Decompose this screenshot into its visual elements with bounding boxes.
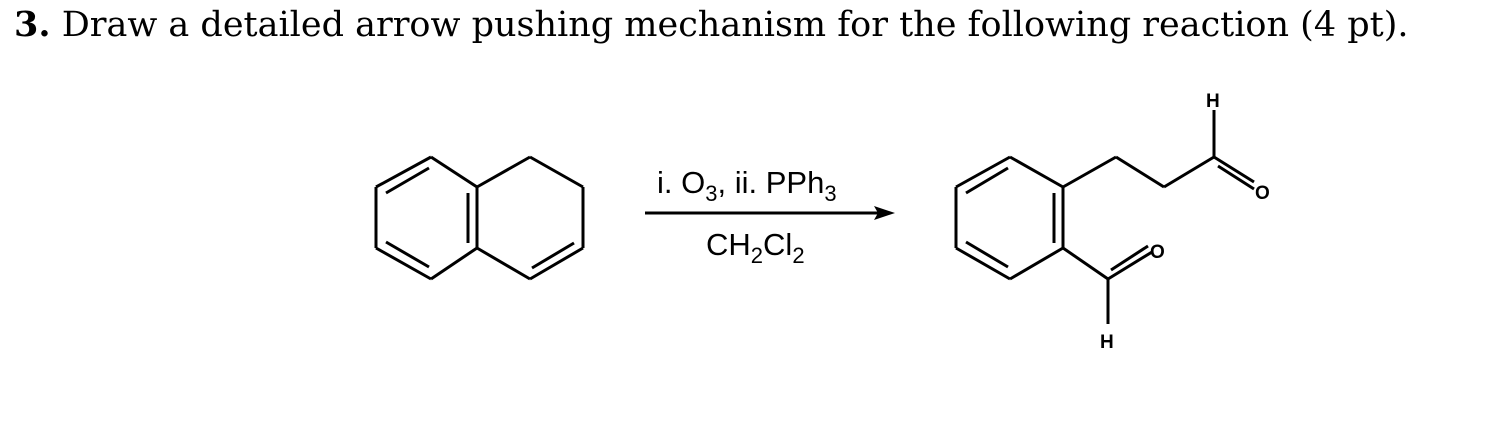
product-benzene-ring bbox=[954, 155, 1065, 281]
reagents-above-arrow: i. O3, ii. PPh3 bbox=[657, 165, 837, 206]
question-number: 3. bbox=[14, 4, 51, 45]
top-aldehyde-oxygen: O bbox=[1255, 183, 1270, 204]
bottom-aldehyde-hydrogen: H bbox=[1100, 332, 1114, 353]
dihydro-ring bbox=[476, 155, 585, 281]
bottom-aldehyde-oxygen: O bbox=[1150, 242, 1165, 263]
reaction-arrow-head bbox=[874, 206, 895, 220]
formyl-group bbox=[1062, 244, 1153, 324]
product: H O O H bbox=[954, 91, 1270, 353]
reaction-arrow-group: i. O3, ii. PPh3 CH2Cl2 bbox=[645, 165, 895, 268]
starting-material bbox=[374, 155, 585, 281]
propanal-chain bbox=[1062, 110, 1255, 191]
top-aldehyde-hydrogen: H bbox=[1206, 91, 1220, 112]
benzene-ring bbox=[374, 155, 479, 281]
question-text: 3. Draw a detailed arrow pushing mechani… bbox=[14, 4, 1408, 46]
reagents-below-arrow: CH2Cl2 bbox=[706, 227, 805, 268]
question-prompt: Draw a detailed arrow pushing mechanism … bbox=[61, 5, 1409, 45]
